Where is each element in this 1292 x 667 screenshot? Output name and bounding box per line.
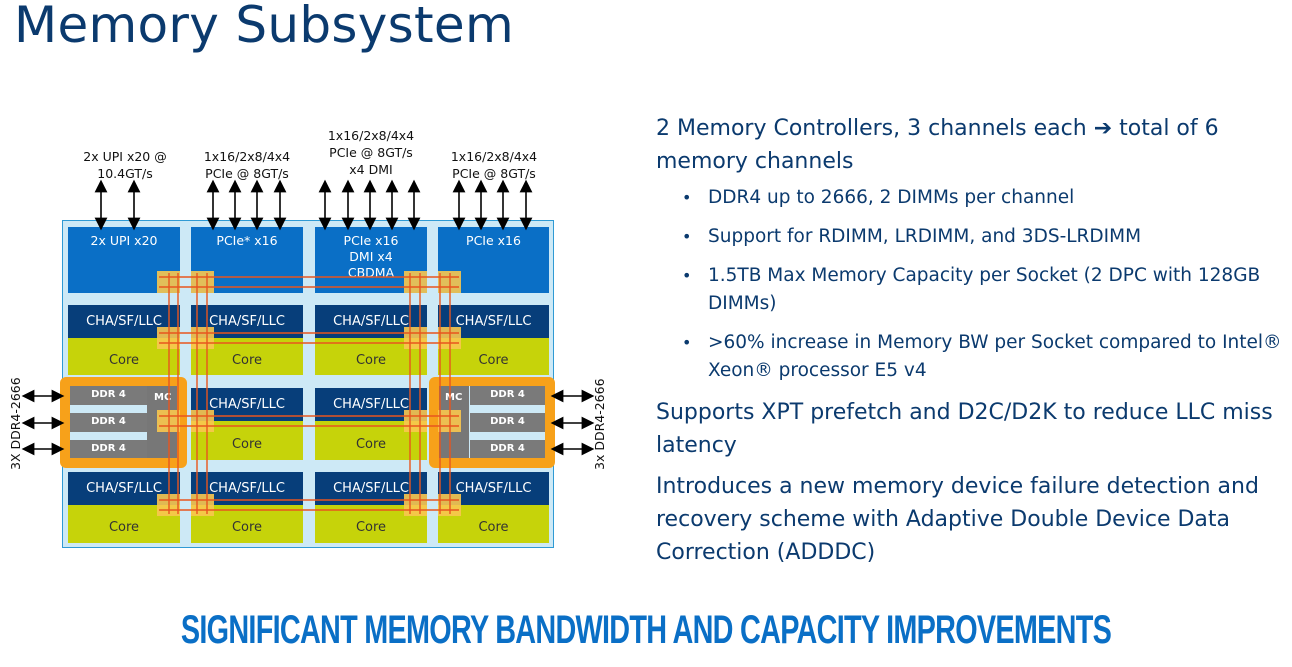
- io-label-line: PCIe @ 8GT/s: [205, 166, 289, 181]
- io-arrows: [21, 179, 595, 456]
- memory-feature-bullets: DDR4 up to 2666, 2 DIMMs per channel Sup…: [656, 184, 1286, 385]
- memory-subsystem-diagram: 2x UPI x20 @ 10.4GT/s 1x16/2x8/4x4 PCIe …: [0, 0, 640, 600]
- io-label-pcie-dmi: 1x16/2x8/4x4 PCIe @ 8GT/s x4 DMI: [328, 127, 414, 178]
- mesh-stop: [404, 410, 427, 432]
- mesh-interconnect-overlay: [21, 179, 595, 516]
- io-label-line: 1x16/2x8/4x4: [327, 128, 415, 143]
- mesh-stop: [191, 327, 214, 349]
- mc-label: MC: [445, 392, 463, 403]
- io-label-line: 1x16/2x8/4x4: [450, 149, 538, 164]
- ddr4-channel: DDR 4: [70, 386, 147, 405]
- xpt-prefetch-text: Supports XPT prefetch and D2C/D2K to red…: [656, 400, 1273, 458]
- slide-title: Memory Subsystem: [14, 0, 514, 54]
- io-label-line: x4 DMI: [349, 162, 393, 177]
- ddr4-channel: DDR 4: [470, 386, 545, 405]
- mesh-stop: [404, 327, 427, 349]
- io-tile-label: PCIe* x16: [216, 233, 278, 248]
- mesh-stops: [157, 271, 461, 516]
- io-label-line: 10.4GT/s: [97, 166, 153, 181]
- io-label-upi: 2x UPI x20 @ 10.4GT/s: [83, 148, 166, 182]
- io-label-pcie-2: 1x16/2x8/4x4 PCIe @ 8GT/s: [451, 148, 537, 182]
- mesh-stop: [191, 494, 214, 516]
- io-label-line: 1x16/2x8/4x4: [203, 149, 291, 164]
- ddr4-channel: DDR 4: [470, 440, 545, 458]
- io-tile-pcie-1: PCIe* x16: [191, 227, 303, 293]
- bullet-item: >60% increase in Memory BW per Socket co…: [682, 329, 1286, 385]
- mesh-stop: [404, 271, 427, 293]
- io-tile-label: PCIe x16: [466, 233, 521, 248]
- mesh-stop: [191, 410, 214, 432]
- mc-label: MC: [154, 392, 172, 403]
- summary-text: 2 Memory Controllers, 3 channels each: [656, 116, 1087, 141]
- io-tile-label: 2x UPI x20: [90, 233, 158, 248]
- core-tile: Core: [191, 338, 303, 375]
- slide-banner: SIGNIFICANT MEMORY BANDWIDTH AND CAPACIT…: [180, 608, 1112, 652]
- io-tile-label: PCIe x16: [343, 233, 399, 248]
- arrow-right-icon: ➔: [1093, 116, 1113, 141]
- summary-text: total of 6 memory channels: [656, 116, 1219, 174]
- io-label-line: 2x UPI x20 @: [83, 149, 167, 164]
- io-tile-label: DMI x4: [349, 249, 393, 264]
- mesh-stop: [191, 271, 214, 293]
- ddr4-channel: DDR 4: [70, 413, 147, 432]
- feature-list: 2 Memory Controllers, 3 channels each ➔ …: [656, 112, 1286, 569]
- mesh-lines: [159, 273, 459, 514]
- memory-controllers-summary: 2 Memory Controllers, 3 channels each ➔ …: [656, 112, 1286, 178]
- ddr4-channel: DDR 4: [70, 440, 147, 458]
- io-tile-label: CBDMA: [347, 265, 395, 280]
- bullet-item: Support for RDIMM, LRDIMM, and 3DS-LRDIM…: [682, 223, 1286, 251]
- bullet-item: 1.5TB Max Memory Capacity per Socket (2 …: [682, 262, 1286, 318]
- bullet-item: DDR4 up to 2666, 2 DIMMs per channel: [682, 184, 1286, 212]
- ddr4-channel: DDR 4: [470, 413, 545, 432]
- io-label-pcie-1: 1x16/2x8/4x4 PCIe @ 8GT/s: [204, 148, 290, 182]
- adddc-text: Introduces a new memory device failure d…: [656, 474, 1259, 565]
- cha-tile: CHA/SF/LLC: [68, 305, 180, 338]
- io-label-line: PCIe @ 8GT/s: [329, 145, 413, 160]
- io-label-line: PCIe @ 8GT/s: [452, 166, 536, 181]
- mesh-stop: [404, 494, 427, 516]
